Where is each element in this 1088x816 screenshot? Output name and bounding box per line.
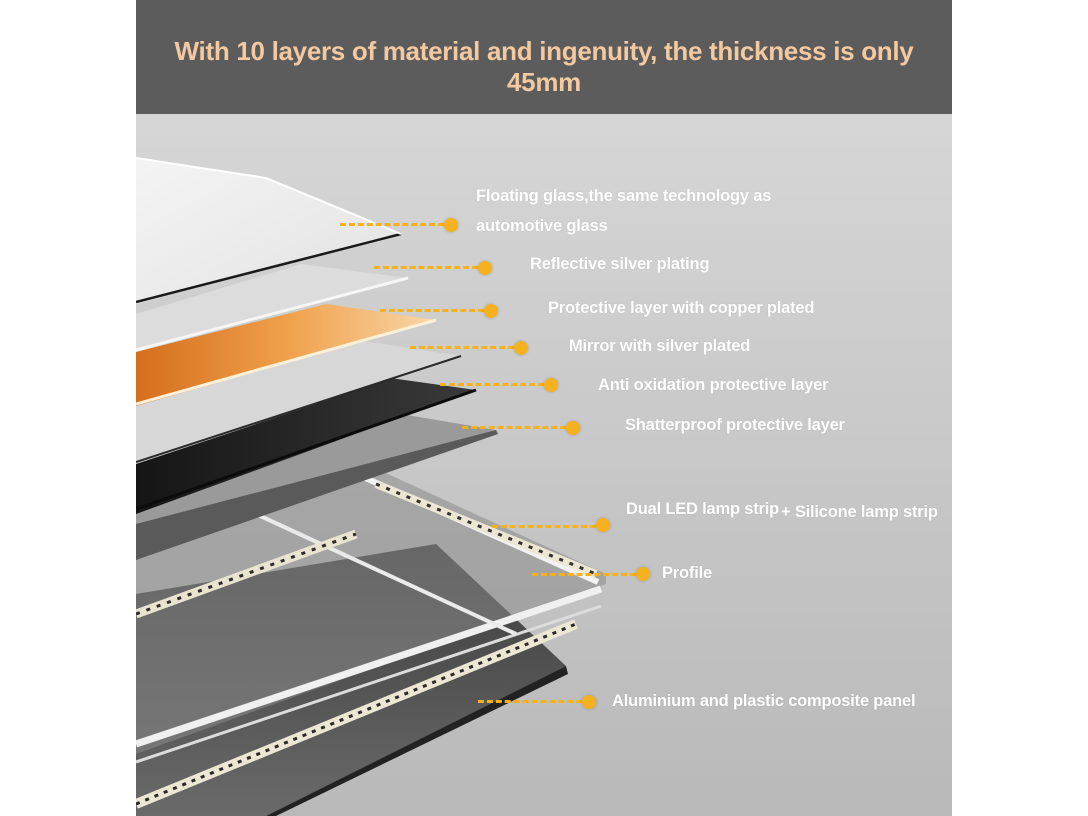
- label-floating-glass: Floating glass,the same technology as au…: [476, 187, 772, 235]
- marker-protective-copper: [484, 304, 498, 318]
- label-dual-led: Dual LED lamp strip: [626, 500, 779, 518]
- leader-protective-copper: [380, 309, 484, 312]
- leader-composite-panel: [478, 700, 582, 703]
- leader-dual-led: [492, 525, 596, 528]
- product-infographic: With 10 layers of material and ingenuity…: [136, 0, 952, 816]
- layers-drawing: [136, 157, 606, 816]
- label-shatterproof: Shatterproof protective layer: [625, 416, 845, 434]
- label-anti-oxidation: Anti oxidation protective layer: [598, 376, 829, 394]
- label-composite-panel: Aluminium and plastic composite panel: [612, 692, 916, 710]
- label-mirror-silver: Mirror with silver plated: [569, 337, 751, 355]
- floating-glass-layer: [136, 158, 401, 304]
- marker-dual-led: [596, 518, 610, 532]
- marker-floating-glass: [444, 218, 458, 232]
- marker-mirror-silver: [514, 341, 528, 355]
- led-strip-layer: [136, 529, 358, 619]
- marker-reflective-silver: [478, 261, 492, 275]
- exploded-layer-illustration: [136, 114, 952, 816]
- marker-profile: [636, 567, 650, 581]
- reflective-silver-layer: [136, 264, 408, 352]
- label-silicone-strip: + Silicone lamp strip: [781, 503, 938, 521]
- leader-reflective-silver: [374, 266, 478, 269]
- headline: With 10 layers of material and ingenuity…: [174, 36, 914, 97]
- header-banner: With 10 layers of material and ingenuity…: [136, 0, 952, 114]
- marker-composite-panel: [582, 695, 596, 709]
- profile-frame-layer: [136, 464, 606, 754]
- label-reflective-silver: Reflective silver plating: [530, 255, 710, 273]
- marker-anti-oxidation: [544, 378, 558, 392]
- label-protective-copper: Protective layer with copper plated: [548, 299, 815, 317]
- copper-layer: [136, 304, 436, 406]
- marker-shatterproof: [566, 421, 580, 435]
- leader-profile: [532, 573, 636, 576]
- mirror-silver-layer: [136, 339, 461, 464]
- leader-shatterproof: [462, 426, 566, 429]
- leader-mirror-silver: [410, 346, 514, 349]
- leader-floating-glass: [340, 223, 444, 226]
- label-profile: Profile: [662, 564, 712, 582]
- leader-anti-oxidation: [440, 383, 544, 386]
